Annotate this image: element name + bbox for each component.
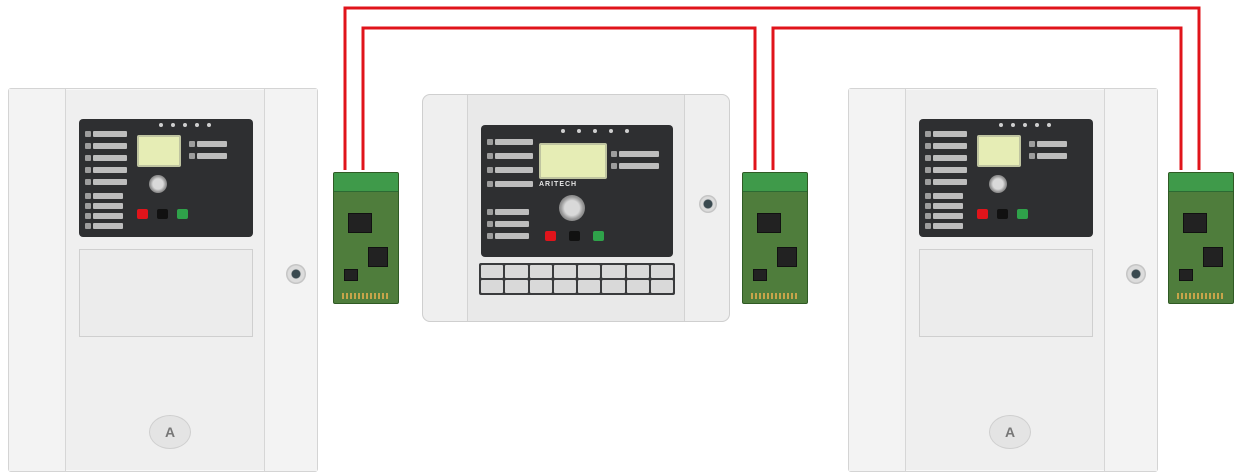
red-button[interactable] bbox=[545, 231, 556, 241]
black-button[interactable] bbox=[569, 231, 580, 241]
brand-logo: A bbox=[149, 415, 191, 449]
brand-logo: A bbox=[989, 415, 1031, 449]
red-button[interactable] bbox=[137, 209, 148, 219]
control-panel-center: ARITECH bbox=[481, 125, 673, 257]
rotary-knob-icon[interactable] bbox=[989, 175, 1007, 193]
fire-panel-compact-center: ARITECH bbox=[422, 94, 730, 322]
green-button[interactable] bbox=[177, 209, 188, 219]
network-card-right bbox=[1168, 172, 1234, 304]
rotary-knob-icon[interactable] bbox=[149, 175, 167, 193]
outer-loop-wire bbox=[343, 6, 1201, 170]
lock-icon[interactable] bbox=[286, 264, 306, 284]
lcd-display bbox=[977, 135, 1021, 167]
black-button[interactable] bbox=[997, 209, 1008, 219]
inner-wire-right bbox=[771, 26, 1183, 170]
black-button[interactable] bbox=[157, 209, 168, 219]
green-button[interactable] bbox=[593, 231, 604, 241]
inner-wire-left bbox=[361, 26, 757, 170]
brand-label: ARITECH bbox=[539, 181, 578, 188]
lock-icon[interactable] bbox=[699, 195, 717, 213]
lower-cover bbox=[919, 249, 1093, 337]
fire-panel-cabinet-left: A bbox=[8, 88, 318, 472]
lcd-display bbox=[137, 135, 181, 167]
rotary-knob-icon[interactable] bbox=[559, 195, 585, 221]
lower-cover bbox=[79, 249, 253, 337]
red-button[interactable] bbox=[977, 209, 988, 219]
fire-panel-cabinet-right: A bbox=[848, 88, 1158, 472]
network-card-center bbox=[742, 172, 808, 304]
terminal-block bbox=[743, 173, 807, 192]
zone-indicator-grid bbox=[479, 263, 675, 295]
terminal-block bbox=[334, 173, 398, 192]
lock-icon[interactable] bbox=[1126, 264, 1146, 284]
terminal-block bbox=[1169, 173, 1233, 192]
control-panel bbox=[79, 119, 253, 237]
lcd-display bbox=[539, 143, 607, 179]
green-button[interactable] bbox=[1017, 209, 1028, 219]
control-panel bbox=[919, 119, 1093, 237]
network-card-left bbox=[333, 172, 399, 304]
